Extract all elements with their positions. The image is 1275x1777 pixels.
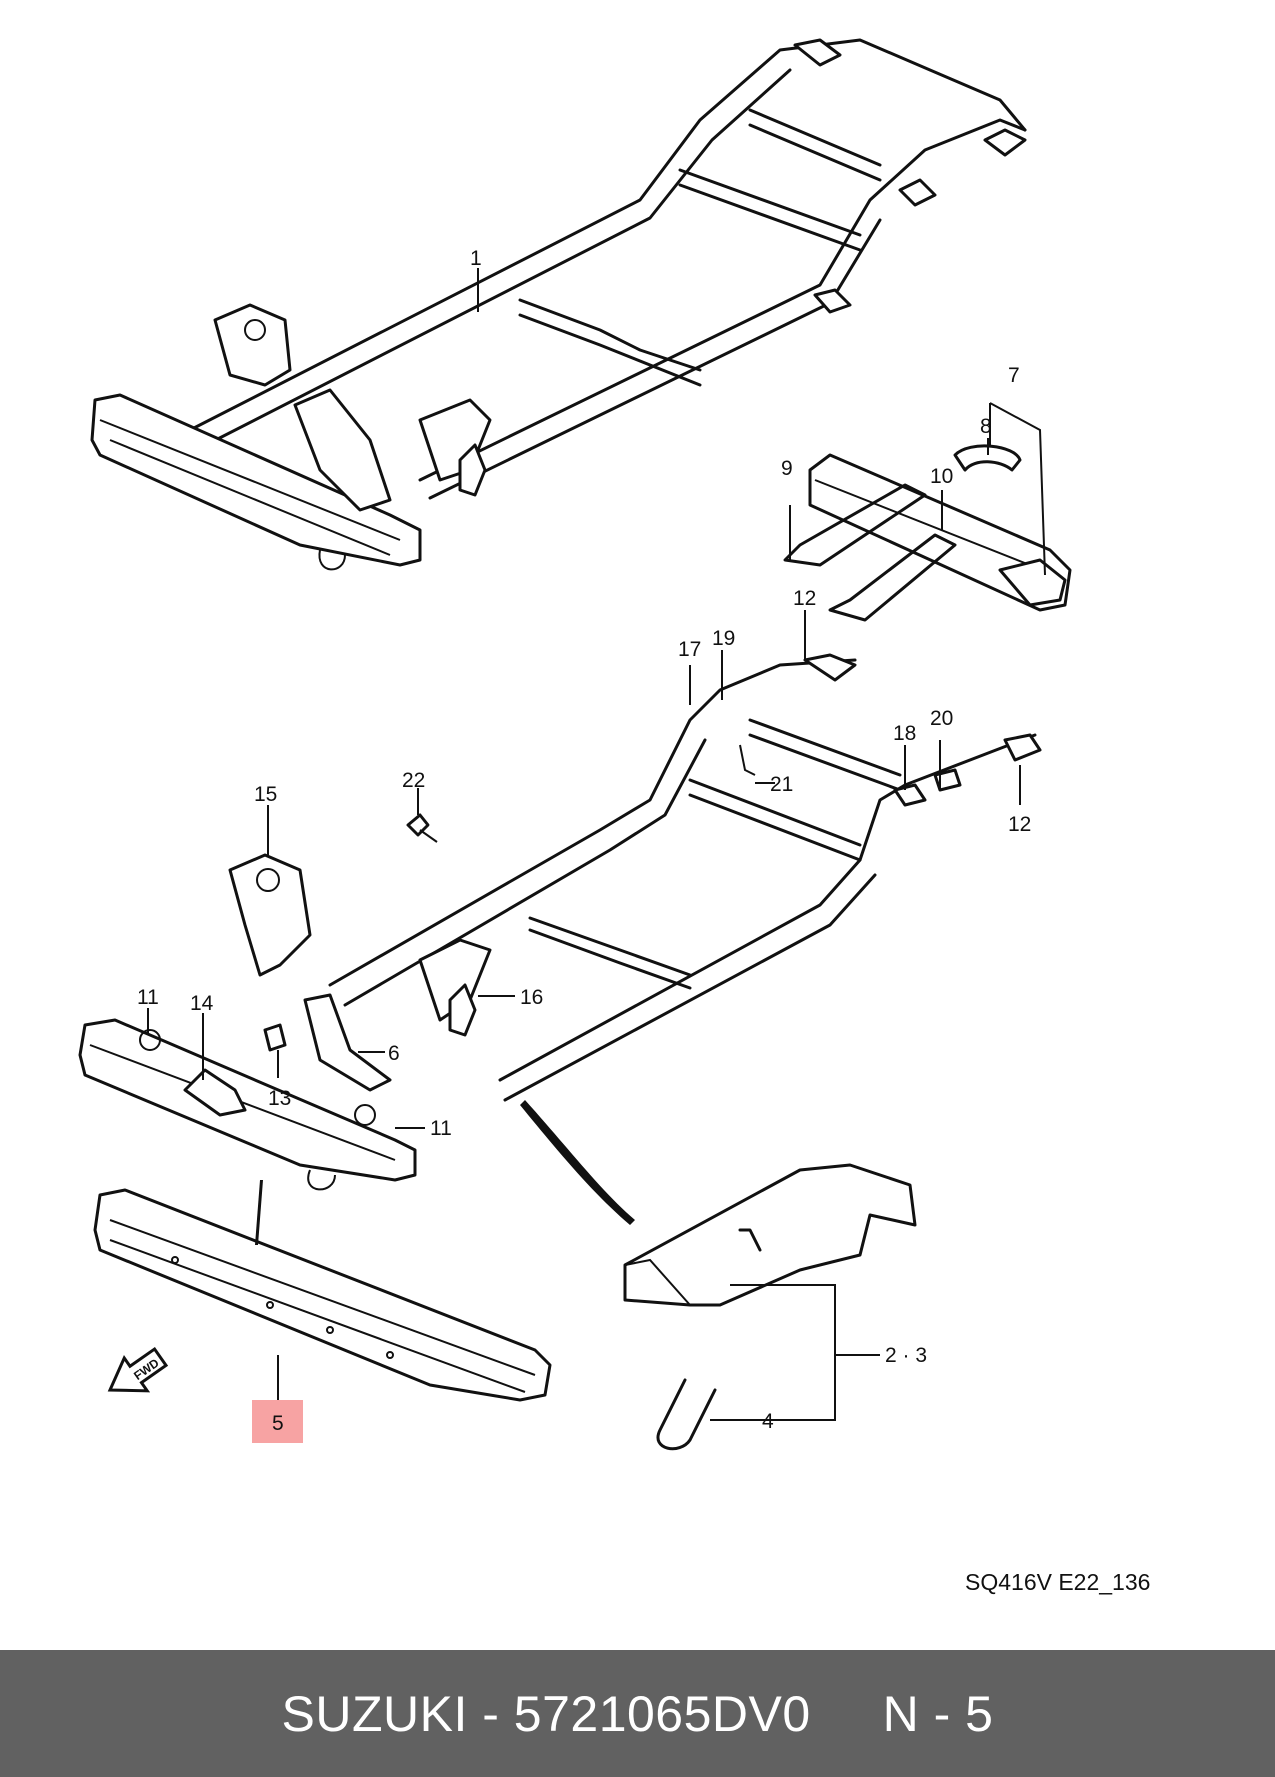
label-4: 4 <box>762 1410 774 1433</box>
label-2-3: 2 · 3 <box>885 1344 927 1367</box>
label-11-left: 11 <box>137 986 159 1009</box>
label-19: 19 <box>712 627 735 650</box>
label-22: 22 <box>402 769 425 792</box>
label-10: 10 <box>930 465 953 488</box>
reference-code: SQ416V E22_136 <box>965 1569 1150 1595</box>
label-12-top: 12 <box>793 587 816 610</box>
label-11-right: 11 <box>430 1117 452 1140</box>
label-12-right: 12 <box>1008 813 1031 836</box>
front-rail-extension <box>623 1163 917 1421</box>
label-9: 9 <box>781 457 793 480</box>
frame-middle <box>78 653 1042 1191</box>
u-bolt-4 <box>656 1378 717 1451</box>
frame-assembly-top <box>90 38 1027 571</box>
rear-crossmember-assembly <box>783 402 1072 622</box>
footer-bar: SUZUKI - 5721065DV0 N - 5 <box>0 1650 1275 1777</box>
label-16: 16 <box>520 986 543 1009</box>
highlight-part-5 <box>252 1400 303 1443</box>
leader-lines <box>147 610 1021 1129</box>
label-20: 20 <box>930 707 953 730</box>
parts-diagram: FWD 1 7 8 9 10 12 17 19 18 20 12 21 22 1… <box>78 38 1150 1595</box>
label-7: 7 <box>1008 364 1020 387</box>
bumper-reinforcement-5 <box>93 1188 552 1402</box>
forward-arrow-icon: FWD <box>107 1346 169 1393</box>
label-18: 18 <box>893 722 916 745</box>
label-5: 5 <box>272 1412 284 1435</box>
label-14: 14 <box>190 992 214 1015</box>
label-15: 15 <box>254 783 277 806</box>
label-1: 1 <box>470 247 482 270</box>
pointer-arrows <box>255 1100 635 1245</box>
label-6: 6 <box>388 1042 400 1065</box>
label-8: 8 <box>980 415 992 438</box>
footer-part-info: SUZUKI - 5721065DV0 N - 5 <box>281 1685 994 1742</box>
label-21: 21 <box>770 773 793 796</box>
bolt-22 <box>406 788 438 843</box>
part-labels: 1 7 8 9 10 12 17 19 18 20 12 21 22 15 11… <box>137 247 1031 1435</box>
label-17: 17 <box>678 638 701 661</box>
label-13: 13 <box>268 1087 291 1110</box>
bracket-15 <box>228 805 312 977</box>
